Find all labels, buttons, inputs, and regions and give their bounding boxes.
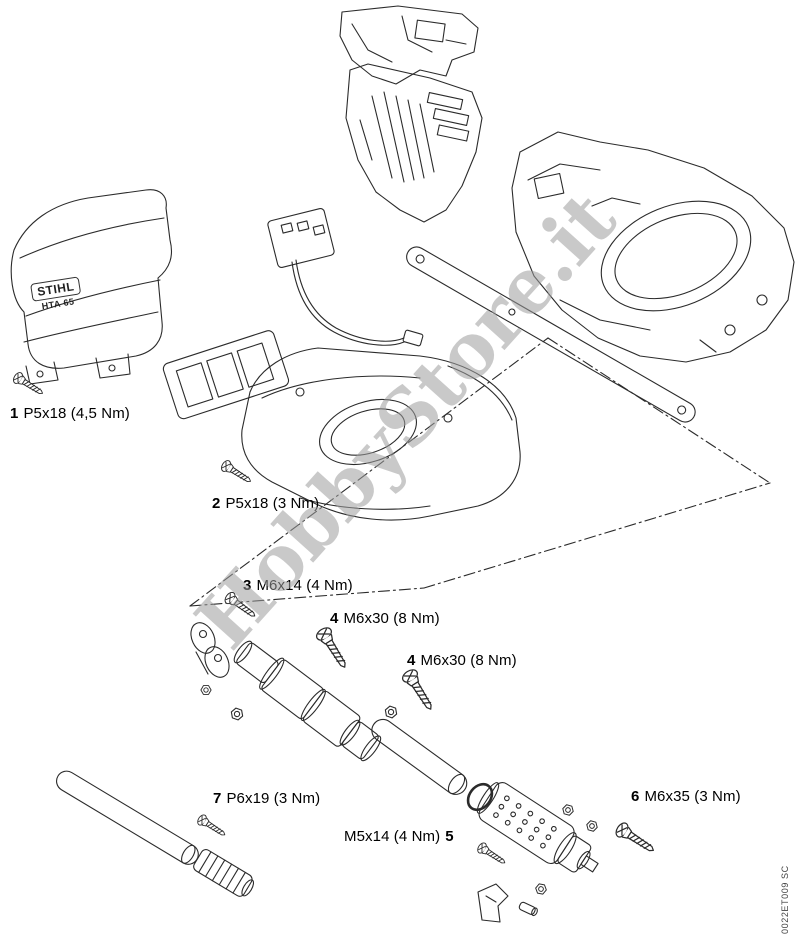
motor-housing-drawing <box>241 347 521 521</box>
screw-6-icon <box>613 820 659 858</box>
nut-icon <box>585 819 599 833</box>
nut-icon <box>229 706 245 722</box>
outer-tube-drawing <box>56 770 199 865</box>
wiring-harness-drawing <box>267 207 424 347</box>
screw-5-icon <box>475 840 509 868</box>
cable-grommet-drawing <box>193 849 255 897</box>
gearbox-housing-upper-drawing <box>339 5 479 85</box>
callout-number: 5 <box>445 828 454 845</box>
screw-4a-icon <box>313 624 353 673</box>
clamp-hinge-drawing <box>190 622 230 678</box>
callout-spec: P6x19 (3 Nm) <box>226 790 321 807</box>
callout-number: 4 <box>407 652 416 669</box>
document-code: 0022ET009 SC <box>780 865 790 934</box>
gearbox-housing-lower-drawing <box>345 63 483 223</box>
rear-housing-drawing <box>511 131 795 363</box>
callout-number: 7 <box>213 790 222 807</box>
callout-number: 4 <box>330 610 339 627</box>
front-cover-drawing <box>10 189 173 385</box>
screw-2-icon <box>219 458 255 487</box>
screw-7-icon <box>195 812 229 840</box>
callout-spec: M6x14 (4 Nm) <box>256 577 353 594</box>
assembly-axis-lines <box>189 337 771 607</box>
callout-number: 1 <box>10 405 19 422</box>
nut-icon <box>200 685 212 695</box>
callout-number: 3 <box>243 577 252 594</box>
callout-number: 6 <box>631 788 640 805</box>
screw-4b-icon <box>399 666 439 715</box>
callout-spec: P5x18 (3 Nm) <box>225 495 320 512</box>
mount-frame-drawing <box>162 330 290 420</box>
callout-spec: M6x35 (3 Nm) <box>644 788 741 805</box>
small-hardware-drawing <box>477 883 538 923</box>
callout-spec: M6x30 (8 Nm) <box>420 652 517 669</box>
nut-icon <box>561 803 575 817</box>
callout-5: M5x14 (4 Nm)5 <box>344 828 454 845</box>
nut-icon <box>534 882 548 896</box>
inner-tube-drawing <box>371 718 468 795</box>
callout-spec: M6x30 (8 Nm) <box>343 610 440 627</box>
shaft-strip-drawing <box>406 246 696 423</box>
callout-spec: P5x18 (4,5 Nm) <box>23 405 130 422</box>
drive-coupler-drawing <box>233 640 382 762</box>
end-housing-drawing <box>476 782 599 873</box>
o-ring-drawing <box>466 782 494 812</box>
callout-number: 2 <box>212 495 221 512</box>
nut-icon <box>383 704 399 720</box>
callout-spec: M5x14 (4 Nm) <box>344 828 441 845</box>
screw-1-icon <box>11 370 47 399</box>
